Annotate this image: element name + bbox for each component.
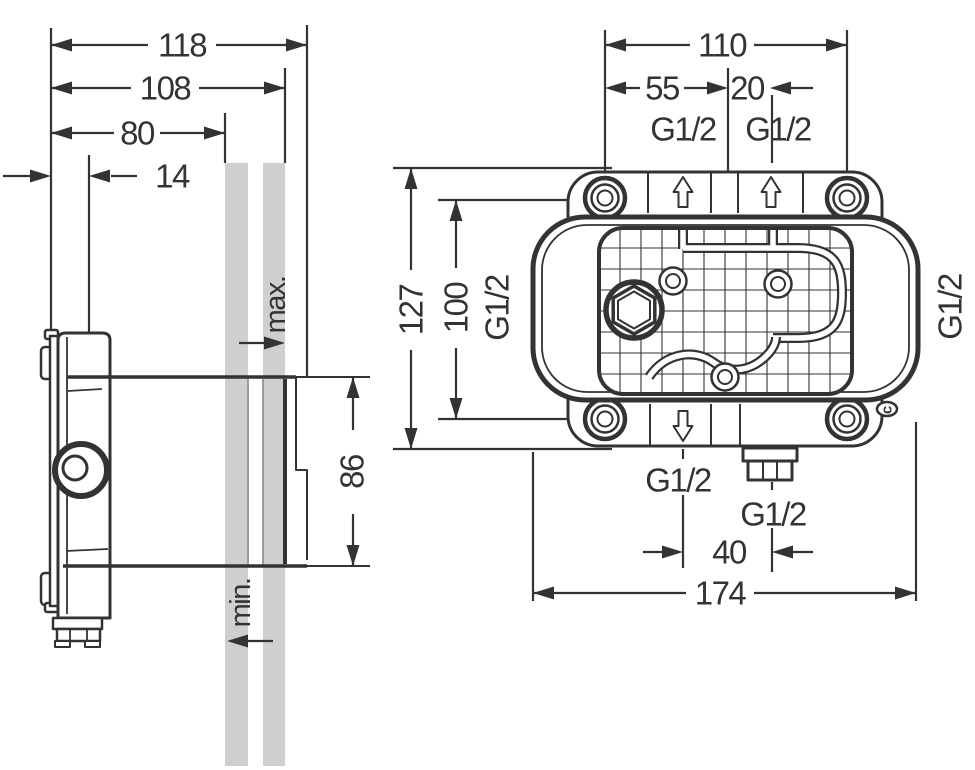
- arrowhead: [404, 168, 418, 189]
- casting-mark-label: c: [879, 406, 896, 414]
- dim86-extension-lines: [296, 376, 370, 567]
- arrowhead: [770, 81, 791, 95]
- flow-up-arrow-icon: [672, 176, 694, 208]
- housing-cap-step: [295, 378, 308, 560]
- arrowhead: [895, 586, 916, 600]
- front-view: 110 55 20 G1/2 G1/2 127: [393, 27, 969, 612]
- arrowhead: [89, 169, 110, 183]
- dim-total-depth: 118: [51, 27, 307, 64]
- dim-to-wall-outer: 108: [51, 70, 285, 107]
- arrowhead: [286, 38, 307, 52]
- port-label-top-left: G1/2: [650, 111, 716, 148]
- bottom-outlet-collar: [741, 446, 799, 463]
- arrowhead: [346, 377, 360, 398]
- extension-lines-side: [49, 25, 309, 377]
- dim-label-40: 40: [712, 534, 747, 571]
- arrowhead: [772, 545, 793, 559]
- dim-label-14: 14: [155, 158, 190, 195]
- dim-label-20: 20: [730, 70, 765, 107]
- label-min: min.: [225, 579, 257, 628]
- fixing-screw: [658, 266, 688, 296]
- dim-label-110: 110: [698, 27, 747, 64]
- arrowhead: [404, 428, 418, 449]
- arrowhead: [264, 336, 285, 350]
- annotation-max: max.: [239, 277, 292, 350]
- casting-mark-boss: [875, 400, 899, 418]
- dim-bottom-port-offset: 40: [643, 534, 813, 571]
- dim-total-height: 127: [393, 168, 430, 449]
- arrowhead: [707, 81, 728, 95]
- screw-boss-bottom-left: [582, 396, 628, 442]
- arrowhead: [51, 81, 72, 95]
- fitting-foot-left: [54, 640, 71, 648]
- flow-down-arrow-icon: [672, 410, 694, 442]
- port-label-side-left: G1/2: [479, 275, 516, 341]
- wall-layer-inner: [225, 163, 248, 766]
- side-view: 118 108 80 14 max.: [3, 25, 371, 766]
- fitting-foot-right: [84, 640, 101, 648]
- dim-hole-spacing-v: 100: [438, 200, 475, 419]
- wall-layer-edges: [247, 379, 264, 565]
- port-label-side-right: G1/2: [932, 274, 969, 340]
- port-label-top-right: G1/2: [745, 111, 811, 148]
- dim-label-174: 174: [695, 575, 747, 612]
- bottom-outlet-hex: [746, 459, 794, 482]
- arrowhead: [30, 169, 51, 183]
- arrowhead: [605, 81, 626, 95]
- arrowhead: [204, 126, 225, 140]
- port-label-bottom-center: G1/2: [645, 462, 711, 499]
- dim-top-port-offset: 20: [730, 70, 813, 107]
- bottom-fitting-hex: [55, 627, 102, 643]
- arrowhead: [605, 38, 626, 52]
- dim-housing-height: 86: [334, 377, 371, 566]
- arrowhead: [51, 126, 72, 140]
- arrowhead: [227, 634, 248, 648]
- dim-flange-depth: 14: [3, 158, 191, 195]
- port-label-bottom-right: G1/2: [740, 496, 806, 533]
- dim-center-offset: 55: [605, 70, 728, 107]
- dim-label-127: 127: [393, 285, 430, 336]
- flow-up-arrow-icon: [760, 176, 782, 208]
- dim-label-100: 100: [438, 282, 475, 334]
- flange-tab-dividers-top: [647, 172, 804, 213]
- dim-label-108: 108: [140, 70, 191, 107]
- arrowhead: [662, 545, 683, 559]
- wall-layer-outer: [263, 163, 285, 766]
- label-max: max.: [260, 277, 292, 334]
- screw-boss-top-left: [582, 175, 628, 221]
- screw-boss-bottom-right: [824, 396, 870, 442]
- extension-lines-left: [393, 166, 612, 451]
- bottom-port-ticks: [681, 449, 774, 572]
- arrowhead: [533, 586, 554, 600]
- side-port-bore: [61, 454, 89, 482]
- dim-label-86: 86: [334, 455, 371, 489]
- function-block: [597, 226, 854, 396]
- dim-to-wall-inner: 80: [51, 115, 225, 152]
- screw-boss-top-right: [824, 175, 870, 221]
- arrowhead: [346, 545, 360, 566]
- hex-plug: [603, 279, 665, 341]
- bottom-fitting-collar: [51, 616, 104, 631]
- valve-side-profile: [39, 328, 370, 648]
- arrowhead: [449, 398, 463, 419]
- hex-facets: [69, 629, 88, 641]
- arrowhead: [449, 200, 463, 221]
- dim-label-55: 55: [645, 70, 679, 107]
- fixing-screw: [763, 269, 793, 299]
- dim-label-80: 80: [120, 115, 155, 152]
- hex-facets: [762, 461, 778, 480]
- flange-tab-dividers-bottom: [649, 404, 741, 446]
- dim-label-118: 118: [158, 27, 206, 64]
- arrowhead: [264, 81, 285, 95]
- extension-lines-top: [603, 30, 849, 182]
- arrowhead: [826, 38, 847, 52]
- dim-hole-spacing-h: 110: [605, 27, 847, 64]
- annotation-min: min.: [225, 579, 273, 648]
- fixing-screw: [710, 362, 740, 392]
- arrowhead: [51, 38, 72, 52]
- dim-total-width: 174: [531, 422, 918, 612]
